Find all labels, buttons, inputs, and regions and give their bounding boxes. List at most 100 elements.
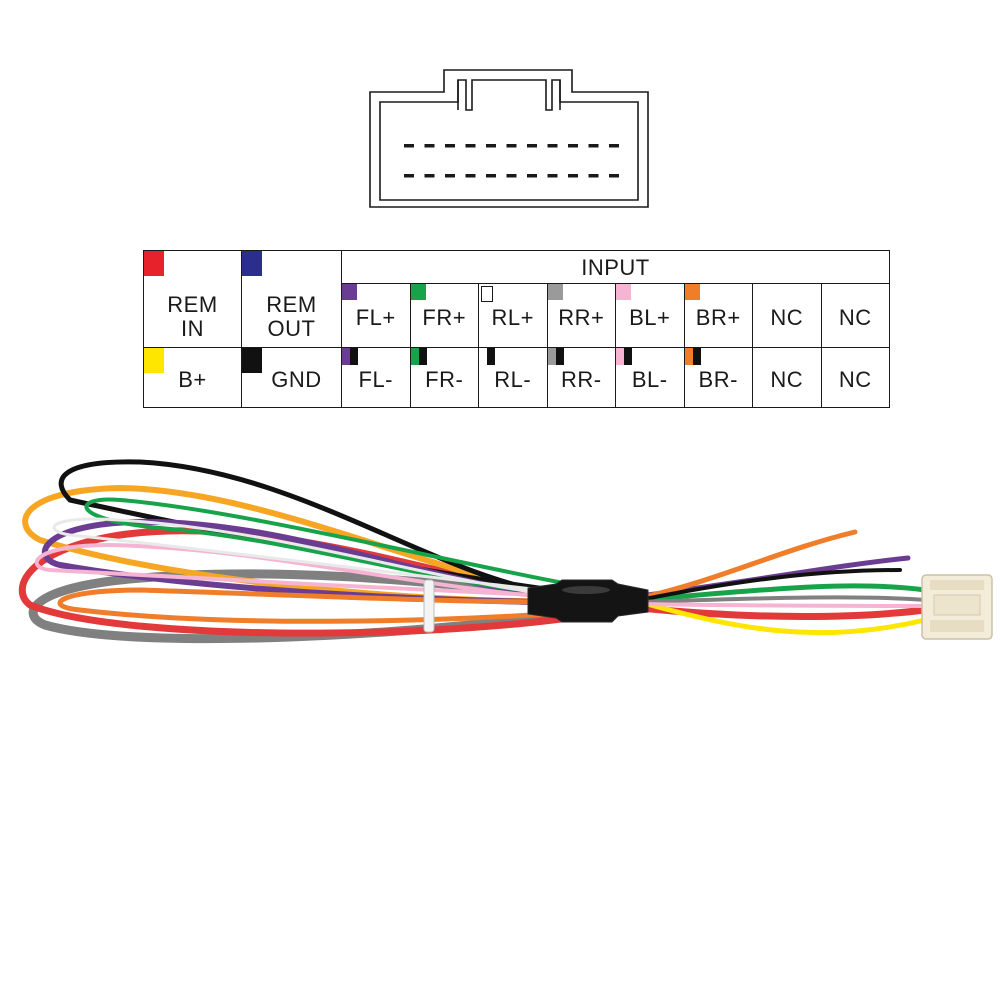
bplus-cell: B+ — [143, 347, 242, 408]
gnd-cell: GND — [241, 347, 342, 408]
pin-row-top-pin-6 — [527, 144, 537, 148]
pin-bottom-1-cell: FR- — [409, 347, 479, 408]
pin-row-bottom-pin-3 — [465, 174, 476, 178]
pin-top-3-label: RR+ — [558, 305, 605, 330]
harness-wire-5 — [84, 497, 642, 598]
pin-row-bottom-pin-5 — [506, 174, 517, 178]
pin-row-top-pin-0 — [404, 144, 414, 148]
rem-in-color-swatch — [144, 251, 164, 276]
wiring-harness-illustration — [18, 459, 993, 644]
harness-wire-13 — [637, 583, 928, 603]
pin-bottom-2-cell: RL- — [478, 347, 548, 408]
pin-bottom-4-color-swatch — [616, 348, 624, 365]
pin-top-0-label: FL+ — [355, 305, 396, 330]
pin-top-0-color-swatch — [342, 284, 357, 300]
pin-bottom-0-stripe-swatch — [350, 348, 358, 365]
pin-row-top-pin-8 — [568, 144, 578, 148]
pin-row-bottom-pin-10 — [609, 174, 619, 178]
rem-out-label-line1: REM — [266, 292, 317, 317]
pin-row-bottom-pin-7 — [547, 174, 558, 178]
gnd-color-swatch — [242, 348, 262, 373]
pin-top-2-label: RL+ — [491, 305, 534, 330]
pin-row-bottom-pin-8 — [568, 174, 578, 178]
pin-top-3-cell: RR+ — [546, 283, 616, 348]
pin-bottom-7-label: NC — [838, 367, 872, 392]
pin-bottom-3-color-swatch — [547, 348, 556, 365]
pin-row-bottom-pin-0 — [404, 174, 414, 178]
pin-top-6-label: NC — [770, 305, 804, 330]
pin-bottom-3-label: RR- — [560, 367, 602, 392]
pin-bottom-2-color-swatch — [479, 348, 487, 365]
pinout-table: REM IN REM OUT INPUT FL+ FR+ RL+ RR+ BL+ BR+ N… — [143, 250, 890, 408]
rem-in-label-line2: IN — [181, 316, 204, 341]
pin-top-5-cell: BR+ — [683, 283, 753, 348]
pin-row-top-pin-1 — [424, 144, 435, 148]
rem-out-color-swatch — [242, 251, 262, 276]
pin-bottom-4-cell: BL- — [615, 347, 685, 408]
harness-wire-15 — [638, 595, 927, 604]
pin-row-bottom-pin-9 — [588, 174, 599, 178]
harness-wire-10 — [637, 599, 928, 636]
rem-in-label-line1: REM — [167, 292, 218, 317]
pin-bottom-5-stripe-swatch — [692, 348, 701, 365]
pin-row-bottom-pin-6 — [527, 174, 537, 178]
pin-bottom-2-stripe-swatch — [487, 348, 495, 365]
pin-row-bottom-pin-4 — [486, 174, 496, 178]
connector-outline-diagram — [369, 69, 649, 208]
pin-row-top-pin-9 — [588, 144, 599, 148]
pin-row-bottom-pin-1 — [424, 174, 435, 178]
gnd-label: GND — [271, 367, 322, 392]
rem-in-cell: REM IN — [143, 250, 242, 348]
pin-bottom-1-color-swatch — [410, 348, 419, 365]
pin-bottom-2-label: RL- — [494, 367, 532, 392]
harness-wire-16 — [638, 602, 927, 608]
harness-wires — [18, 459, 929, 644]
pin-row-bottom-pin-2 — [445, 174, 455, 178]
pin-top-4-color-swatch — [616, 284, 631, 300]
pin-row-top-pin-10 — [609, 144, 619, 148]
bplus-label: B+ — [178, 367, 207, 392]
pin-top-2-color-swatch — [481, 286, 493, 302]
pin-bottom-1-label: FR- — [425, 367, 464, 392]
pin-top-7-label: NC — [838, 305, 872, 330]
pin-row-top-pin-7 — [547, 144, 558, 148]
pin-bottom-0-label: FL- — [358, 367, 393, 392]
rem-out-label-line2: OUT — [267, 316, 316, 341]
pin-bottom-6-label: NC — [770, 367, 804, 392]
pin-top-1-color-swatch — [410, 284, 426, 300]
pin-top-4-cell: BL+ — [615, 283, 685, 348]
inline-filter-sleeve — [527, 579, 649, 623]
pin-bottom-4-label: BL- — [631, 367, 668, 392]
pin-top-3-color-swatch — [547, 284, 563, 300]
pin-top-5-color-swatch — [684, 284, 700, 300]
pin-row-top-pin-5 — [506, 144, 517, 148]
pin-top-5-label: BR+ — [695, 305, 741, 330]
cable-tie — [423, 579, 435, 633]
pin-top-6-cell: NC — [752, 283, 822, 348]
connector-outer-shell — [369, 69, 649, 208]
pin-bottom-5-color-swatch — [684, 348, 693, 365]
bplus-color-swatch — [144, 348, 164, 373]
pin-bottom-5-cell: BR- — [683, 347, 753, 408]
pin-bottom-3-cell: RR- — [546, 347, 616, 408]
connector-inner-wall — [379, 79, 639, 201]
pin-bottom-0-cell: FL- — [341, 347, 411, 408]
pin-row-top-pin-3 — [465, 144, 476, 148]
rem-out-cell: REM OUT — [241, 250, 342, 348]
pin-top-1-label: FR+ — [422, 305, 467, 330]
harness-wire-12 — [637, 529, 858, 601]
connector-pin-rows — [404, 144, 619, 178]
harness-plug-connector — [921, 574, 993, 640]
input-header-cell: INPUT — [341, 250, 890, 284]
pin-top-2-cell: RL+ — [478, 283, 548, 348]
pin-bottom-0-color-swatch — [342, 348, 350, 365]
pin-top-1-cell: FR+ — [409, 283, 479, 348]
pin-top-4-label: BL+ — [629, 305, 671, 330]
pin-bottom-5-label: BR- — [698, 367, 738, 392]
pin-bottom-4-stripe-swatch — [624, 348, 632, 365]
inline-filter-highlight — [562, 586, 610, 594]
pin-bottom-1-stripe-swatch — [418, 348, 427, 365]
pin-top-7-cell: NC — [820, 283, 890, 348]
harness-wire-14 — [638, 568, 902, 602]
pin-row-top-pin-4 — [486, 144, 496, 148]
